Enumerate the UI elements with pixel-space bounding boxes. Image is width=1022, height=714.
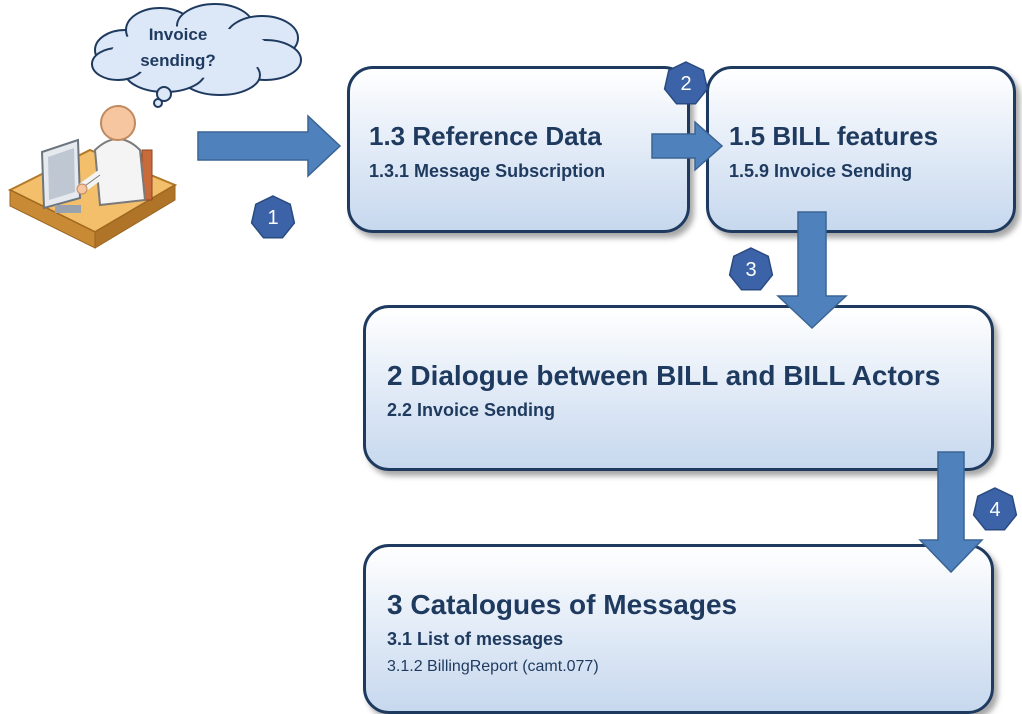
heptagon-icon xyxy=(663,61,709,105)
thought-line-1: Invoice xyxy=(148,25,208,44)
step-badge-2-label: 2 xyxy=(680,72,692,95)
heptagon-icon xyxy=(972,487,1018,531)
step-badge-4-label: 4 xyxy=(989,498,1001,521)
thought-line-2: sending? xyxy=(140,51,216,70)
box-catalogues-title: 3 Catalogues of Messages xyxy=(387,589,738,620)
person xyxy=(76,105,147,207)
thought-cloud-text: Invoice sending? xyxy=(130,22,226,74)
desk xyxy=(7,148,178,249)
step-badge-1-label: 1 xyxy=(267,206,279,229)
box-reference-data-title: 1.3 Reference Data xyxy=(369,121,602,151)
step-badge-2: 2 xyxy=(662,60,710,108)
step-badge-1: 1 xyxy=(249,194,297,242)
box-bill-features-title: 1.5 BILL features xyxy=(729,121,939,151)
arrow-user-to-reference xyxy=(197,114,342,178)
monitor xyxy=(40,138,82,213)
box-catalogues-detail: 3.1.2 BillingReport (camt.077) xyxy=(387,658,599,675)
heptagon-icon xyxy=(728,247,774,291)
heptagon-icon xyxy=(250,195,296,239)
box-dialogue-title: 2 Dialogue between BILL and BILL Actors xyxy=(387,360,941,391)
box-bill-features-subtitle: 1.5.9 Invoice Sending xyxy=(729,161,913,181)
box-dialogue-subtitle: 2.2 Invoice Sending xyxy=(387,400,556,420)
step-badge-3: 3 xyxy=(727,246,775,294)
box-reference-data: 1.3 Reference Data 1.3.1 Message Subscri… xyxy=(347,66,690,233)
box-dialogue: 2 Dialogue between BILL and BILL Actors … xyxy=(363,305,994,471)
step-badge-4: 4 xyxy=(971,486,1019,534)
step-badge-3-label: 3 xyxy=(745,258,757,281)
box-catalogues-subtitle: 3.1 List of messages xyxy=(387,629,564,649)
box-catalogues: 3 Catalogues of Messages 3.1 List of mes… xyxy=(363,544,994,714)
box-bill-features: 1.5 BILL features 1.5.9 Invoice Sending xyxy=(706,66,1016,233)
box-reference-data-subtitle: 1.3.1 Message Subscription xyxy=(369,161,606,181)
